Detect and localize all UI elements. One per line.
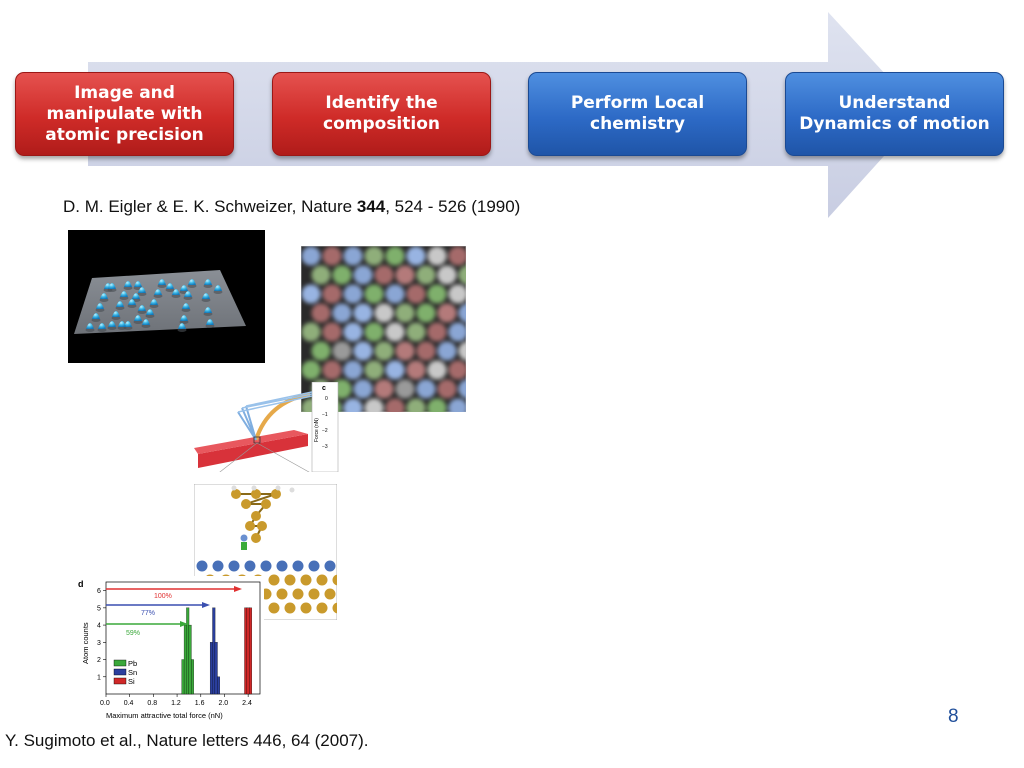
x-tick-label: 0.8 — [147, 700, 157, 707]
y-tick-label: 5 — [97, 605, 101, 612]
step-local-chemistry: Perform Local chemistry — [528, 72, 747, 156]
citation-eigler: D. M. Eigler & E. K. Schweizer, Nature 3… — [63, 197, 521, 216]
histogram-bar-pb — [191, 659, 194, 695]
histogram-bar-sn — [217, 676, 220, 695]
histogram-bar-si — [244, 607, 248, 695]
x-tick-label: 2.0 — [218, 700, 228, 707]
process-arrow — [88, 12, 922, 218]
x-tick-label: 1.6 — [195, 700, 205, 707]
panel-d-label: d — [78, 579, 84, 589]
y-tick-label: 3 — [97, 640, 101, 647]
x-tick-label: 0.4 — [124, 700, 134, 707]
y-axis-label: Atom counts — [81, 622, 90, 664]
svg-text:−2: −2 — [322, 428, 328, 434]
histogram-bar-sn — [209, 642, 213, 695]
svg-text:Force (nN): Force (nN) — [314, 418, 320, 442]
y-tick-label: 2 — [97, 657, 101, 664]
y-tick-label: 1 — [97, 674, 101, 681]
ibm-atoms-image — [68, 230, 265, 363]
page-number: 8 — [948, 706, 959, 727]
arrow-77-label: 77% — [141, 610, 155, 617]
histogram-bar-sn — [214, 642, 218, 695]
x-tick-label: 1.2 — [171, 700, 181, 707]
histogram-bar-si — [246, 607, 250, 695]
svg-text:0: 0 — [325, 396, 328, 402]
svg-text:c: c — [322, 385, 326, 392]
svg-text:Pb: Pb — [128, 659, 137, 668]
y-tick-label: 6 — [97, 588, 101, 595]
histogram-bar-si — [249, 607, 252, 695]
svg-text:Si: Si — [128, 677, 135, 686]
afm-tip-schematic: c 0 −1 −2 −3 Force (nN) — [194, 382, 339, 472]
svg-text:−1: −1 — [322, 412, 328, 418]
svg-text:Sn: Sn — [128, 668, 137, 677]
arrow-100-label: 100% — [154, 593, 172, 600]
step-dynamics-motion: Understand Dynamics of motion — [785, 72, 1004, 156]
citation-sugimoto: Y. Sugimoto et al., Nature letters 446, … — [5, 731, 369, 750]
step-image-manipulate: Image and manipulate with atomic precisi… — [15, 72, 234, 156]
arrow-59-label: 59% — [126, 630, 140, 637]
histogram-legend: Pb Sn Si — [113, 659, 137, 686]
histogram-bar-pb — [181, 659, 185, 695]
histogram-bar-sn — [212, 607, 216, 695]
y-tick-label: 4 — [97, 623, 101, 630]
x-tick-label: 2.4 — [242, 700, 252, 707]
histogram-bar-pb — [183, 624, 187, 695]
step-identify-composition: Identify the composition — [272, 72, 491, 156]
histogram-bar-pb — [186, 607, 190, 695]
force-histogram: d Atom counts Maximum attractive total f… — [66, 576, 264, 726]
x-axis-label: Maximum attractive total force (nN) — [106, 711, 223, 720]
x-tick-label: 0.0 — [100, 700, 110, 707]
histogram-bar-pb — [188, 624, 192, 695]
svg-text:−3: −3 — [322, 444, 328, 450]
